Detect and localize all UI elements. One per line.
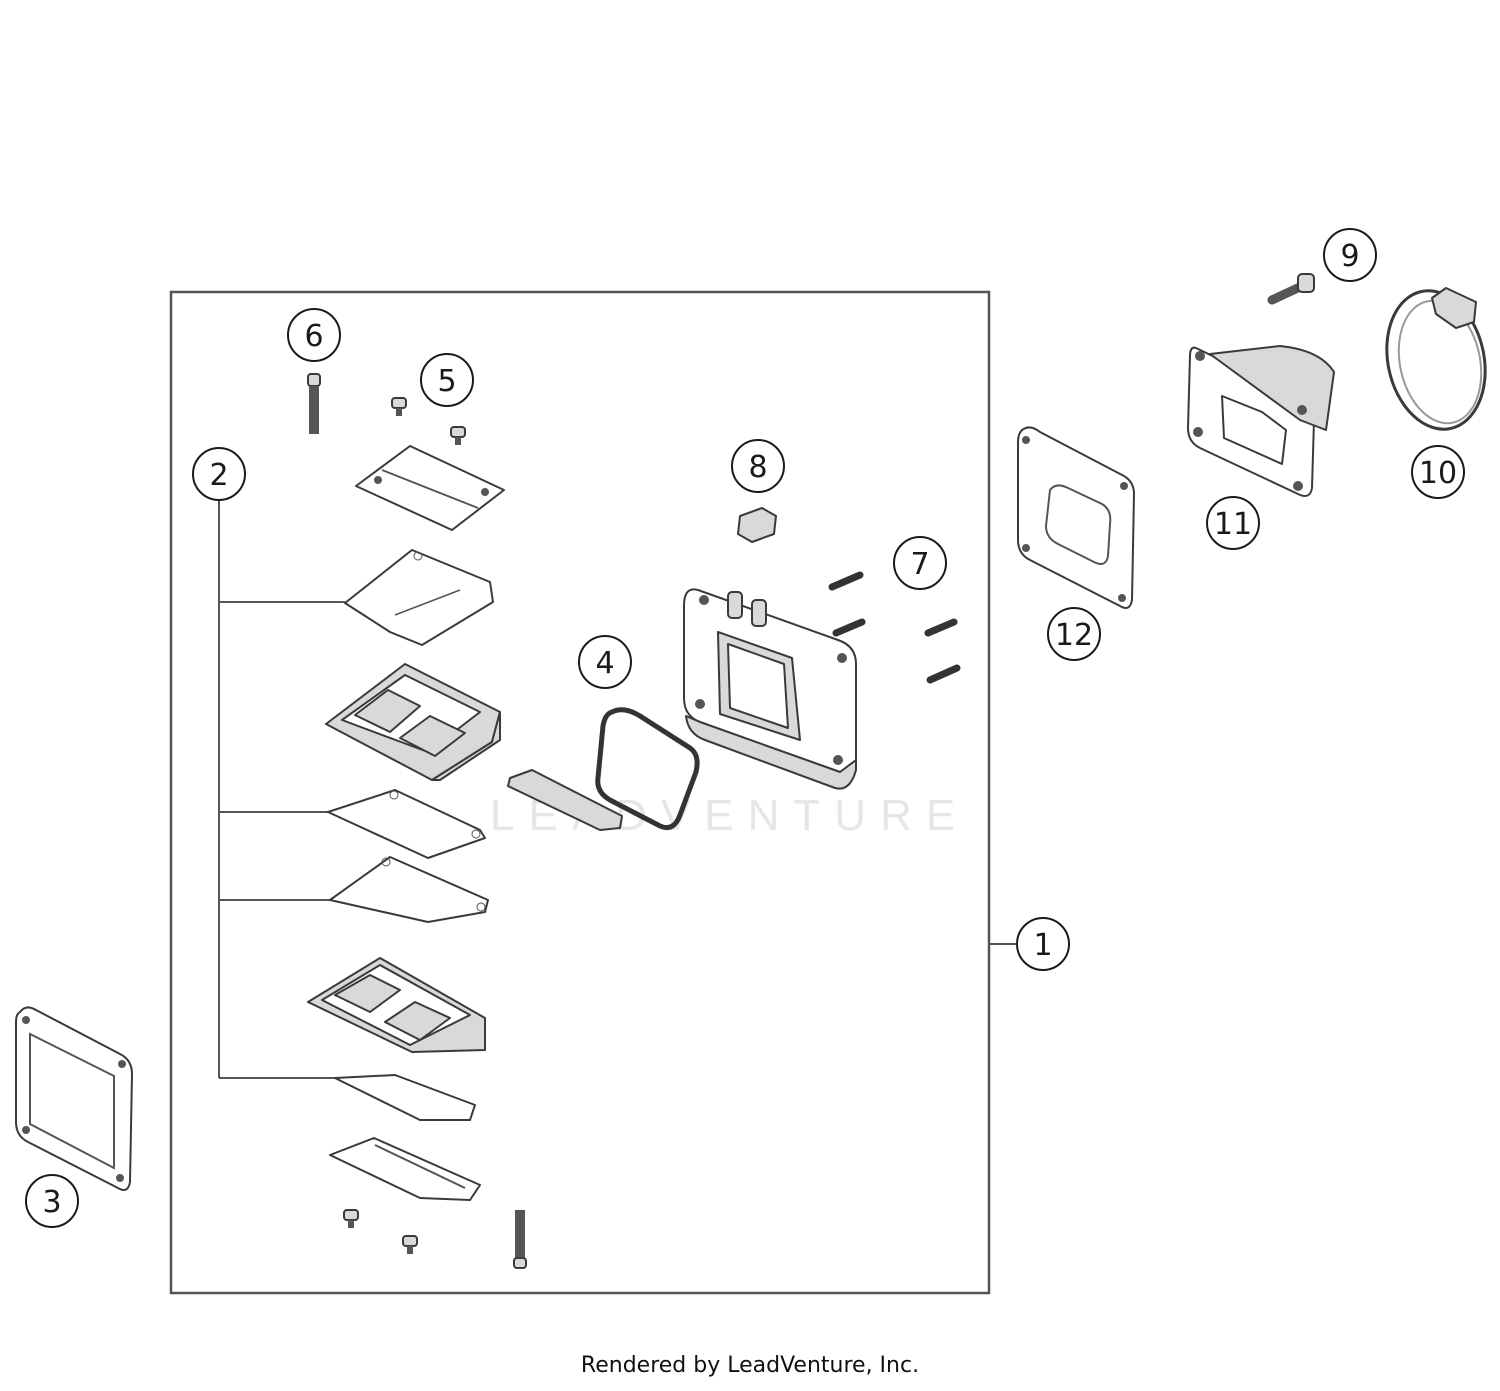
callout-9-label: 9 [1340,239,1359,274]
callout-11-label: 11 [1214,507,1252,542]
callout-1: 1 [1016,917,1070,971]
part-4-seal [507,707,700,831]
part-12-gasket [1017,426,1135,609]
callout-3-label: 3 [42,1185,61,1220]
callout-2: 2 [192,447,246,501]
part-2-stopper-plate-bottom [329,1137,481,1201]
reed-valve-housing [683,588,857,790]
item-2-bracket [218,497,345,1079]
callout-10-label: 10 [1419,456,1457,491]
part-2-reed-petal-bottom [334,1074,476,1121]
callout-6-label: 6 [304,319,323,354]
part-3-gasket [15,1006,133,1191]
part-2-stopper-plate-top [355,445,505,531]
assembly-frame [169,290,991,1295]
part-11-intake-flange [1187,345,1335,497]
part-2-reed-cage-bottom [307,957,486,1053]
callout-11: 11 [1206,496,1260,550]
callout-4-label: 4 [595,646,614,681]
callout-8: 8 [731,439,785,493]
part-2-reed-petal-mid-1 [327,789,486,859]
callout-8-label: 8 [748,450,767,485]
part-2-reed-petal-mid-2 [329,856,489,923]
callout-7: 7 [893,536,947,590]
callout-5: 5 [420,353,474,407]
callout-4: 4 [578,635,632,689]
callout-12: 12 [1047,607,1101,661]
callout-2-label: 2 [209,458,228,493]
callout-7-label: 7 [910,547,929,582]
callout-5-label: 5 [437,364,456,399]
callout-6: 6 [287,308,341,362]
part-7-screws [828,571,961,684]
callout-9: 9 [1323,228,1377,282]
part-2-reed-cage-top [325,663,501,781]
part-9-screw [1267,273,1315,305]
callout-3: 3 [25,1174,79,1228]
footer-credit: Rendered by LeadVenture, Inc. [580,1353,920,1378]
callout-12-label: 12 [1055,618,1093,653]
part-2-bottom-screws [343,1209,527,1269]
part-6-bolt [307,373,321,434]
callout-1-label: 1 [1033,928,1052,963]
part-2-reed-petal-top [344,549,494,646]
part-10-clamp [1385,287,1487,431]
part-8-cap [737,507,777,543]
callout-10: 10 [1411,445,1465,499]
part-5-screws [391,397,466,445]
